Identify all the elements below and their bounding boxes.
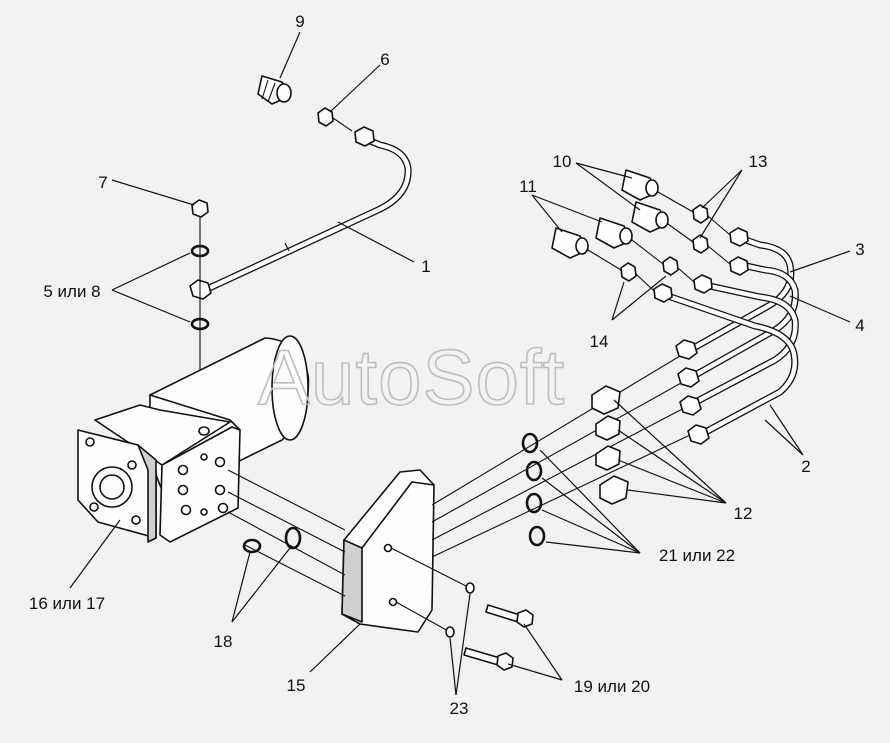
seal-rings (242, 432, 546, 638)
washer-5-lower (190, 317, 210, 331)
alignment-lines (227, 349, 691, 633)
callout-labels: 9 6 7 5 или 8 1 10 13 11 3 14 4 2 12 21 … (29, 12, 865, 718)
fitting-6 (317, 107, 353, 132)
bolts-19-20 (463, 604, 534, 671)
callout-11: 11 (519, 177, 537, 196)
callout-15: 15 (287, 676, 306, 695)
union-9 (257, 75, 292, 105)
callout-19-or-20: 19 или 20 (574, 677, 650, 696)
callout-1: 1 (421, 257, 430, 276)
pipe-1-assembly (189, 75, 412, 430)
callout-3: 3 (855, 240, 864, 259)
callout-10: 10 (553, 152, 572, 171)
callout-5-or-8: 5 или 8 (43, 282, 100, 301)
unions-10-11 (551, 169, 669, 259)
callout-21-or-22: 21 или 22 (659, 546, 735, 565)
watermark-text: AutoSoft (258, 333, 565, 421)
callout-9: 9 (295, 12, 304, 31)
callout-7: 7 (98, 173, 107, 192)
callout-6: 6 (380, 50, 389, 69)
callout-12: 12 (734, 504, 753, 523)
callout-14: 14 (590, 332, 609, 351)
callout-18: 18 (214, 632, 233, 651)
pump-housing-16 (77, 335, 310, 543)
callout-2: 2 (801, 457, 810, 476)
washer-5-upper (190, 244, 210, 258)
callout-16-or-17: 16 или 17 (29, 594, 105, 613)
pipes-2-3-4 (653, 227, 799, 445)
callout-13: 13 (749, 152, 768, 171)
fittings-13-14 (587, 191, 731, 292)
callout-23: 23 (450, 699, 469, 718)
leader-lines (69, 31, 851, 696)
adapters-12 (591, 385, 629, 505)
callout-4: 4 (855, 316, 864, 335)
plate-15 (341, 469, 435, 633)
